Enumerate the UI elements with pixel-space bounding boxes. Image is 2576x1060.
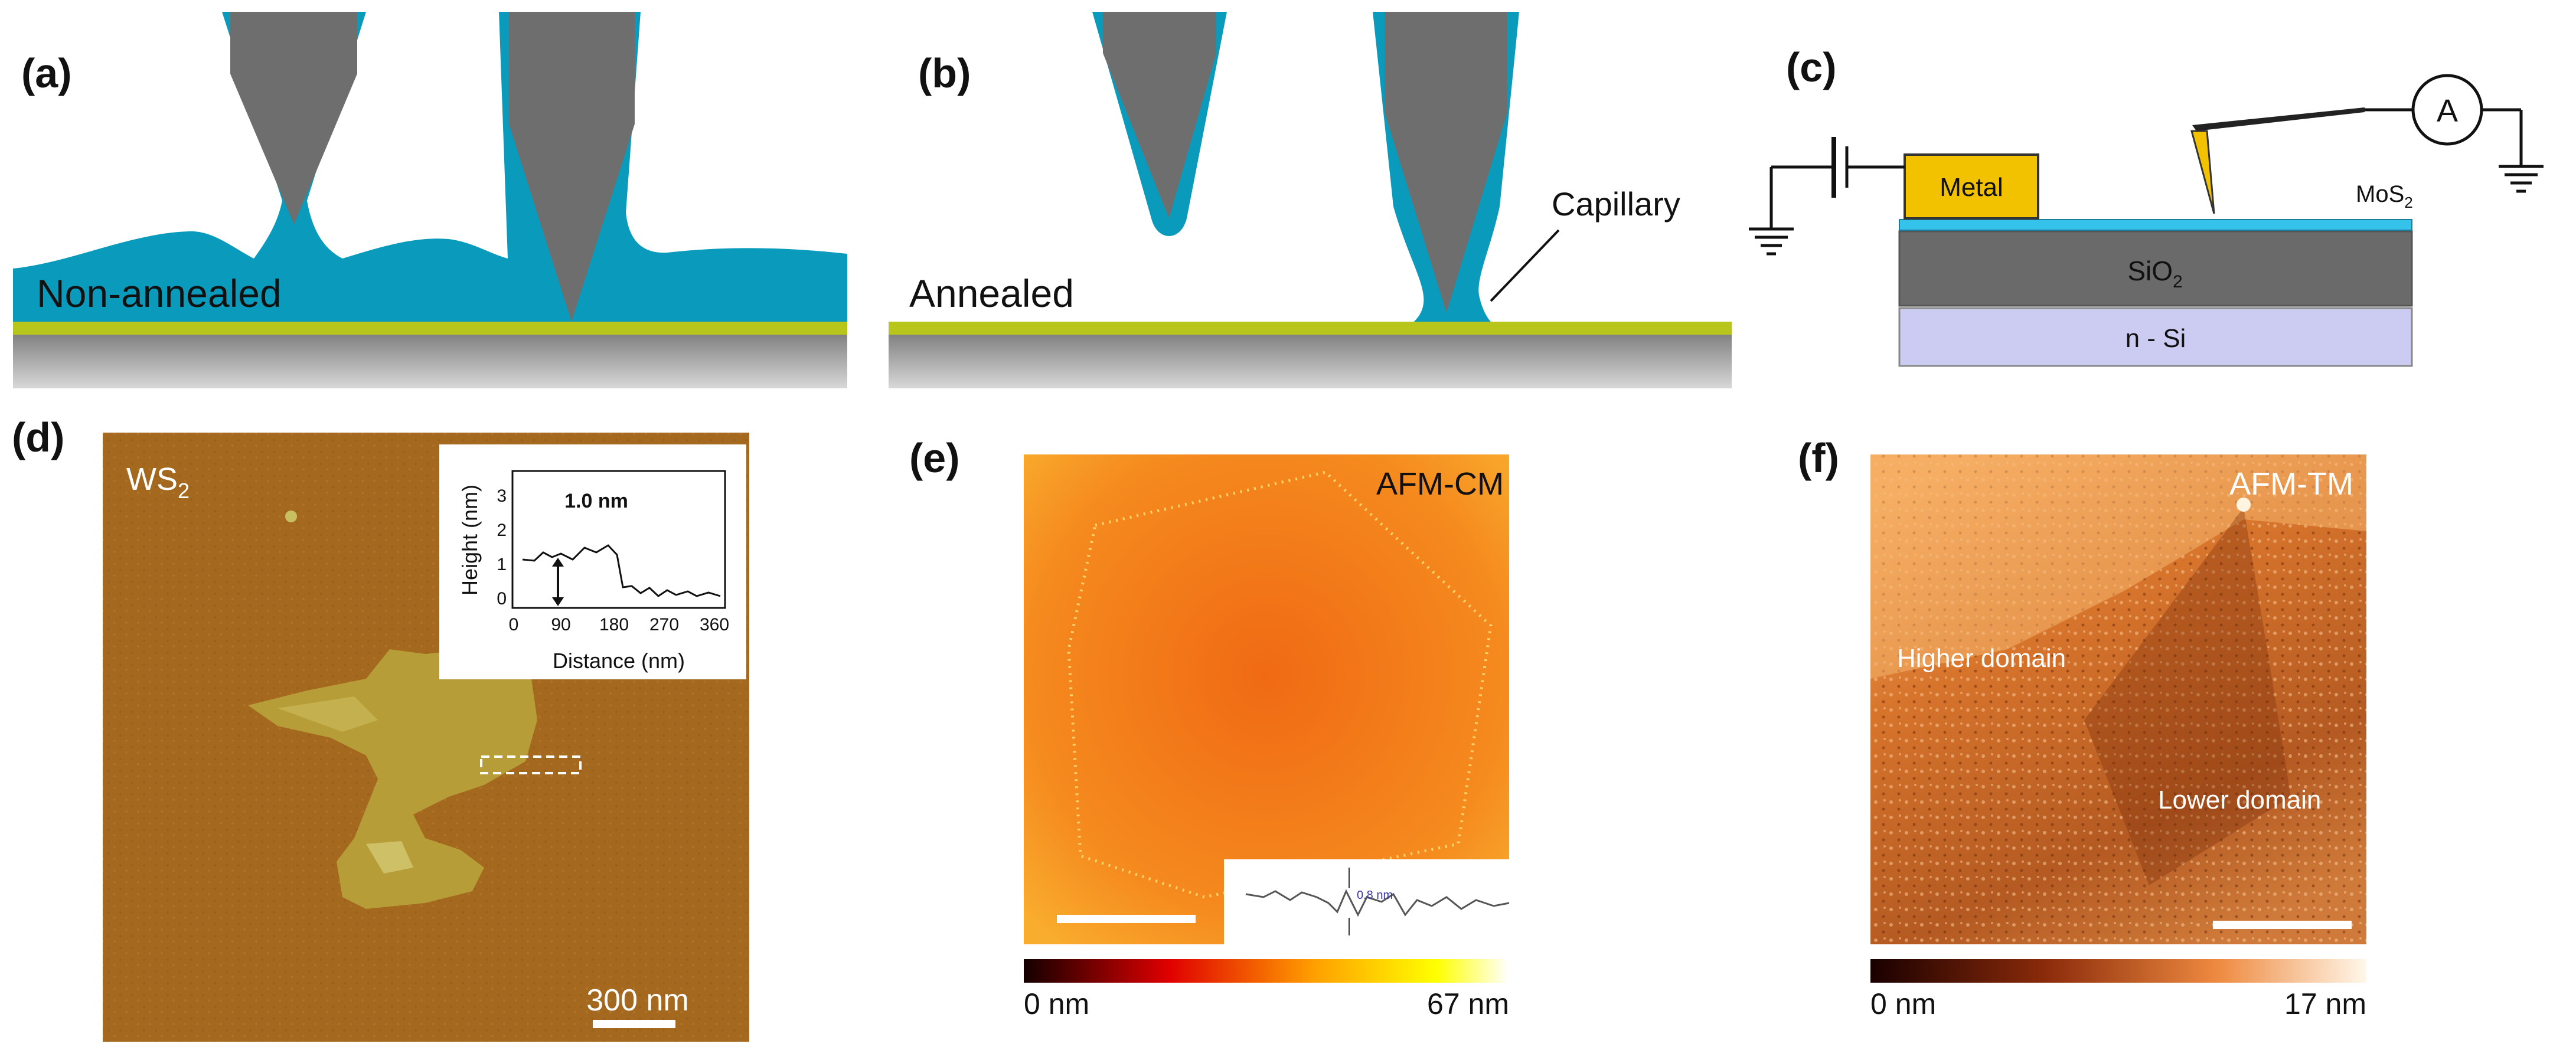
panel-label-d: (d): [12, 414, 64, 460]
inset-ytick-0: 0: [497, 589, 507, 608]
inset-xlabel: Distance (nm): [553, 649, 685, 673]
metal-contact: [1904, 153, 2039, 220]
colorbar-f: [1870, 959, 2366, 983]
inset-ytick-2: 2: [497, 521, 507, 540]
afm-tip-left: [230, 12, 357, 224]
panel-d: (d) WS2 1.0 nm 0 1 2 3 0 90: [12, 414, 749, 1042]
inset-xtick-270: 270: [649, 615, 679, 634]
afm-tip-left-b: [1103, 12, 1216, 218]
colorbar-e: [1024, 959, 1509, 983]
height-profile-inset: 1.0 nm 0 1 2 3 0 90 180 270 360 Distance…: [439, 444, 746, 679]
inset-value: 1.0 nm: [564, 490, 628, 512]
cantilever: [2192, 107, 2365, 131]
scalebar-e: [1057, 915, 1196, 923]
colorbar-min-f: 0 nm: [1870, 987, 1936, 1020]
film-b: [889, 322, 1732, 335]
caption-non-annealed: Non-annealed: [37, 271, 282, 315]
afm-tip-right: [509, 12, 635, 322]
scalebar-label-d: 300 nm: [586, 983, 688, 1018]
inset-xtick-90: 90: [551, 615, 570, 634]
inset-xtick-180: 180: [599, 615, 629, 634]
panel-label-c: (c): [1786, 44, 1837, 90]
inset-value-e: 0.8 nm: [1357, 889, 1393, 902]
substrate-b: [889, 332, 1732, 388]
sio2-layer: [1898, 230, 2413, 307]
inset-ylabel: Height (nm): [458, 485, 482, 596]
colorbar-min-e: 0 nm: [1024, 987, 1089, 1020]
panel-label-b: (b): [918, 50, 971, 96]
panel-e: (e) AFM-CM 0.8 nm 0 nm 67 nm: [909, 435, 1510, 1020]
scalebar-f: [2213, 921, 2352, 929]
metal-label: Metal: [1940, 173, 2003, 202]
inset-profile-e: [1224, 859, 1509, 944]
panel-label-a: (a): [21, 50, 72, 96]
inset-ytick-1: 1: [497, 555, 507, 574]
panel-label-e: (e): [909, 435, 960, 481]
panel-c: (c) n - Si SiO2 Metal MoS2 A: [1749, 44, 2544, 367]
conductive-tip: [2190, 130, 2215, 214]
mode-label-e: AFM-CM: [1376, 466, 1504, 502]
profile-trace-e: [1245, 889, 1510, 917]
water-layer-a: [13, 12, 847, 322]
inset-xtick-0: 0: [509, 615, 519, 634]
profile-line: [522, 544, 721, 597]
n-si-label: n - Si: [2126, 324, 2186, 353]
panel-b: Capillary Annealed (b): [889, 12, 1732, 388]
profile-marker: [480, 755, 582, 774]
ground-symbol-right: [2499, 165, 2544, 193]
inset-xtick-360: 360: [700, 615, 729, 634]
mos2-layer: [1899, 219, 2412, 231]
substrate-a: [13, 332, 847, 388]
higher-domain-label: Higher domain: [1897, 644, 2066, 673]
colorbar-max-f: 17 nm: [2284, 987, 2366, 1020]
ammeter-label: A: [2437, 93, 2458, 129]
panel-f: (f) AFM-TM Higher domain Lower domain 0 …: [1798, 435, 2366, 1020]
ws2-label: WS2: [126, 462, 190, 503]
sio2-label: SiO2: [2127, 256, 2182, 292]
film-a: [13, 322, 847, 335]
scalebar-d: [593, 1020, 675, 1028]
voltage-source: [1769, 137, 1905, 229]
panel-a: Non-annealed (a): [13, 12, 847, 388]
n-si-layer: [1898, 307, 2413, 367]
colorbar-max-e: 67 nm: [1427, 987, 1509, 1020]
inset-ytick-3: 3: [497, 486, 507, 506]
lower-domain-label: Lower domain: [2158, 786, 2321, 814]
capillary-callout: Capillary: [1552, 185, 1680, 223]
ground-symbol-left: [1749, 227, 1794, 256]
afm-tip-right-b: [1385, 12, 1507, 313]
capillary-leader: [1490, 229, 1560, 302]
panel-label-f: (f): [1798, 435, 1839, 481]
mos2-label: MoS2: [2356, 181, 2413, 211]
mode-label-f: AFM-TM: [2229, 466, 2353, 502]
caption-annealed: Annealed: [909, 271, 1074, 315]
ammeter: A: [2365, 74, 2523, 166]
